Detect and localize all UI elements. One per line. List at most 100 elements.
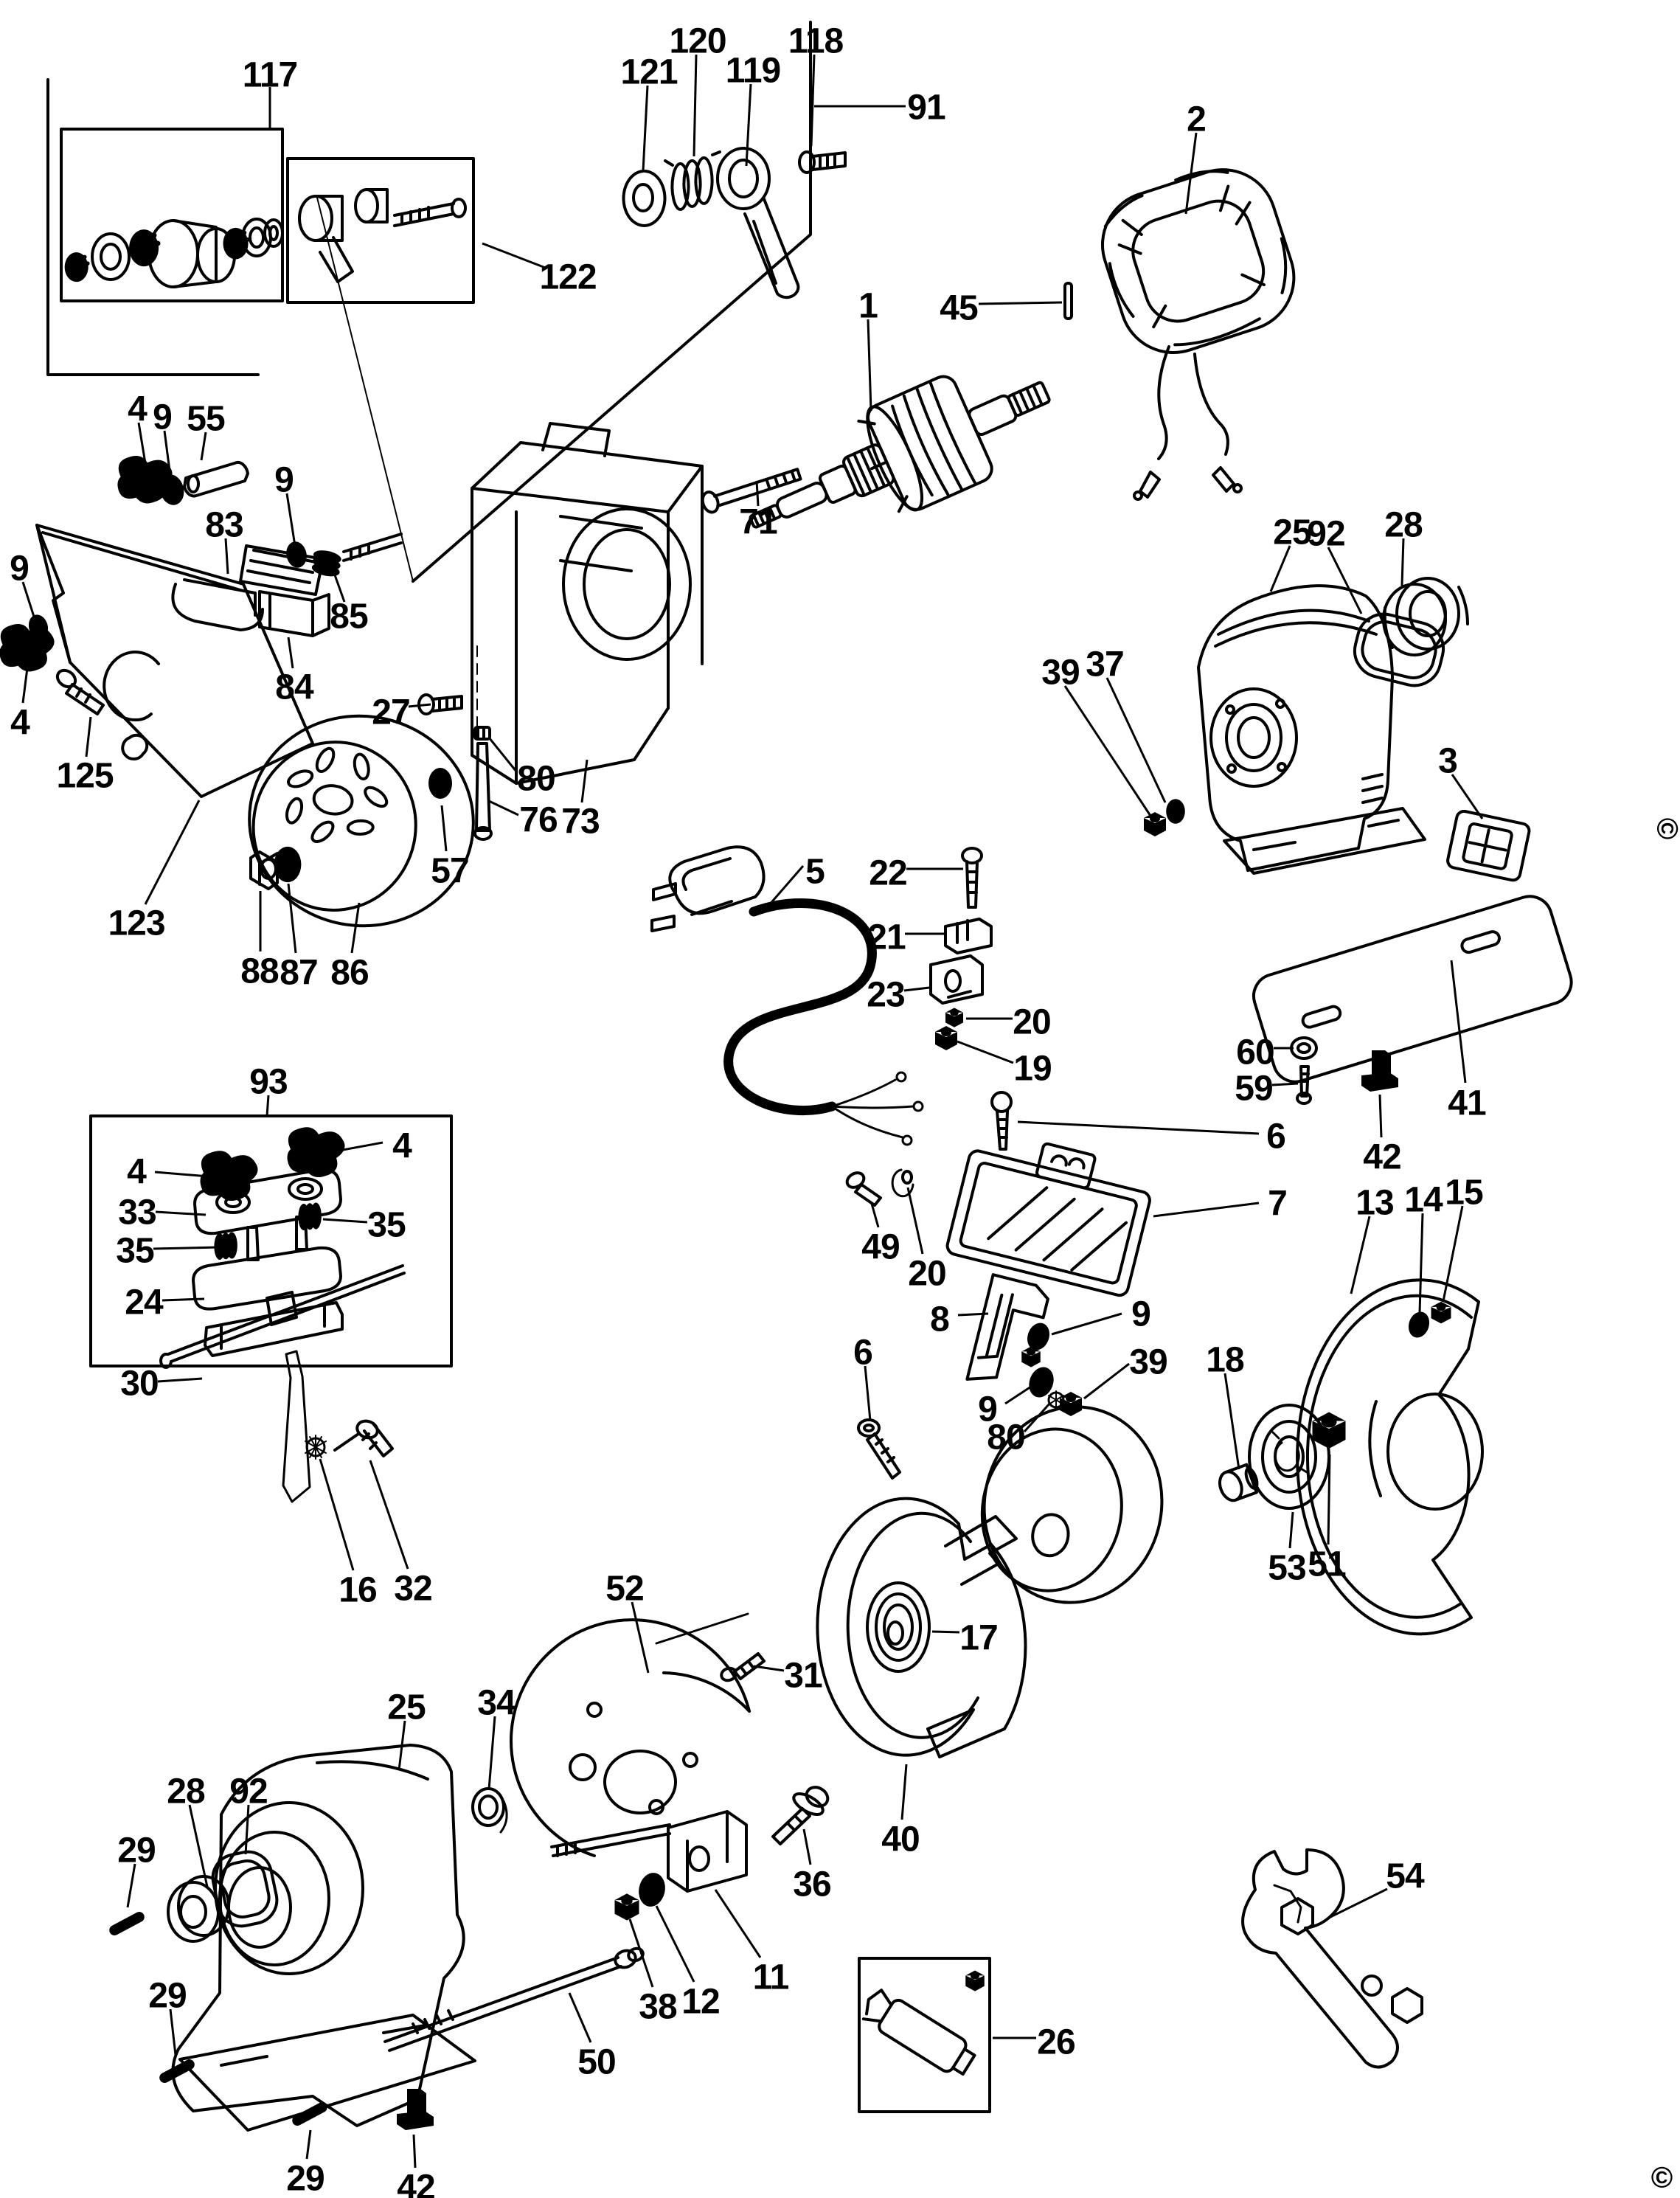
leader-line-6 bbox=[1017, 1120, 1260, 1135]
leader-line-28 bbox=[1400, 538, 1405, 586]
leader-line-9 bbox=[1004, 1385, 1032, 1405]
part-callout-32-66: 32 bbox=[394, 1569, 431, 1608]
part-callout-76-24: 76 bbox=[519, 800, 557, 839]
leader-line-36 bbox=[802, 1828, 812, 1865]
leader-line-39 bbox=[1083, 1362, 1130, 1400]
panel-outline bbox=[46, 21, 812, 583]
clamp-knob-top bbox=[117, 455, 249, 508]
part-callout-35-87: 35 bbox=[367, 1205, 406, 1244]
part-callout-35-88: 35 bbox=[116, 1231, 154, 1270]
nut-39-37 bbox=[1144, 799, 1185, 836]
leader-line-55 bbox=[200, 431, 207, 461]
leader-line-76 bbox=[488, 800, 519, 817]
guard-cover-13 bbox=[1296, 1278, 1484, 1636]
guard-plate-123 bbox=[35, 524, 314, 798]
leader-line-119 bbox=[745, 83, 752, 167]
part-callout-121-1: 121 bbox=[620, 52, 677, 91]
part-callout-50-80: 50 bbox=[577, 2042, 615, 2081]
part-callout-19-35: 19 bbox=[1013, 1049, 1051, 1088]
leader-line-25 bbox=[1269, 545, 1291, 592]
part-callout-8-53: 8 bbox=[930, 1300, 949, 1339]
bolt-6-lower bbox=[857, 1418, 901, 1480]
end-frame-73 bbox=[471, 422, 704, 785]
leader-line-30 bbox=[157, 1377, 203, 1383]
part-callout-25-70: 25 bbox=[387, 1688, 426, 1727]
part-callout-6-57: 6 bbox=[853, 1333, 872, 1372]
part-callout-4-84: 4 bbox=[392, 1126, 412, 1165]
part-callout-39-36: 39 bbox=[1041, 653, 1079, 692]
part-callout-28-71: 28 bbox=[167, 1772, 205, 1811]
part-callout-15-50: 15 bbox=[1445, 1173, 1483, 1212]
leader-line-4 bbox=[334, 1141, 383, 1153]
leader-line-120 bbox=[693, 54, 698, 157]
part-callout-40-67: 40 bbox=[881, 1820, 919, 1859]
part-callout-13-48: 13 bbox=[1356, 1183, 1393, 1222]
base-plate-41 bbox=[1252, 895, 1573, 1105]
assembly-line bbox=[316, 197, 414, 582]
part-callout-14-49: 14 bbox=[1404, 1180, 1443, 1219]
accessory-box-26 bbox=[858, 1957, 991, 2113]
part-callout-38-77: 38 bbox=[639, 1987, 677, 2026]
leader-line-42 bbox=[1378, 1094, 1383, 1138]
part-callout-1-7: 1 bbox=[858, 286, 878, 325]
rest-bracket-8 bbox=[965, 1273, 1082, 1416]
leader-line-85 bbox=[332, 570, 346, 603]
part-callout-123-22: 123 bbox=[108, 904, 164, 943]
part-callout-18-56: 18 bbox=[1206, 1340, 1244, 1379]
leader-line-80 bbox=[1023, 1401, 1052, 1433]
part-callout-16-65: 16 bbox=[339, 1570, 376, 1609]
part-callout-31-63: 31 bbox=[784, 1656, 822, 1695]
leader-line-122 bbox=[482, 242, 548, 270]
diagram-artwork bbox=[0, 21, 1573, 2132]
armature-drawing bbox=[749, 375, 1051, 529]
left-knob-group bbox=[0, 612, 105, 715]
leader-line-57 bbox=[440, 805, 448, 852]
part-callout-29-75: 29 bbox=[286, 2159, 324, 2198]
washer-16-bolt-32 bbox=[305, 1419, 394, 1460]
leader-line-38 bbox=[628, 1918, 654, 1988]
leader-line-93 bbox=[265, 1095, 270, 1117]
part-callout-54-82: 54 bbox=[1386, 1856, 1425, 1896]
spring-pin-45 bbox=[1063, 282, 1073, 320]
leader-line-118 bbox=[810, 54, 816, 147]
screw-49-washer-20 bbox=[845, 1168, 914, 1207]
leader-line-1 bbox=[867, 319, 872, 412]
part-callout-9-12: 9 bbox=[153, 398, 172, 437]
leader-line-7 bbox=[1153, 1202, 1260, 1218]
part-callout-20-34: 20 bbox=[1013, 1002, 1050, 1041]
part-callout-11-79: 11 bbox=[753, 1958, 789, 1997]
leader-line-2 bbox=[1184, 132, 1198, 215]
part-callout-60-42: 60 bbox=[1236, 1033, 1274, 1072]
inner-guard-40 bbox=[816, 1497, 1027, 1758]
leader-line-4 bbox=[154, 1171, 209, 1178]
part-callout-9-58: 9 bbox=[978, 1390, 997, 1429]
part-callout-85-16: 85 bbox=[330, 597, 368, 636]
part-callout-41-45: 41 bbox=[1448, 1084, 1486, 1123]
leader-line-59 bbox=[1271, 1082, 1299, 1086]
part-callout-57-26: 57 bbox=[431, 851, 468, 890]
part-callout-120-2: 120 bbox=[669, 21, 726, 60]
part-callout-51-61: 51 bbox=[1308, 1545, 1346, 1584]
leader-line-15 bbox=[1442, 1205, 1464, 1302]
part-callout-9-19: 9 bbox=[10, 549, 29, 588]
leader-line-42 bbox=[412, 2134, 417, 2168]
part-callout-33-86: 33 bbox=[118, 1193, 156, 1232]
leader-line-52 bbox=[631, 1601, 650, 1674]
part-callout-29-73: 29 bbox=[117, 1831, 155, 1870]
leader-line-24 bbox=[162, 1297, 205, 1302]
part-callout-80-59: 80 bbox=[987, 1418, 1024, 1457]
part-callout-2-6: 2 bbox=[1187, 100, 1206, 139]
part-callout-42-44: 42 bbox=[1363, 1137, 1400, 1176]
switch-3 bbox=[1446, 809, 1531, 882]
part-callout-27-18: 27 bbox=[372, 693, 409, 732]
leader-line-14 bbox=[1418, 1213, 1424, 1314]
part-callout-59-43: 59 bbox=[1235, 1069, 1272, 1108]
part-callout-92-39: 92 bbox=[1307, 514, 1344, 553]
spanner-54 bbox=[1241, 1848, 1423, 2069]
leader-line-11 bbox=[714, 1889, 762, 1958]
leader-line-33 bbox=[155, 1210, 206, 1216]
leader-line-123 bbox=[144, 800, 201, 905]
leader-line-51 bbox=[1327, 1454, 1331, 1545]
leader-line-5 bbox=[767, 865, 805, 906]
